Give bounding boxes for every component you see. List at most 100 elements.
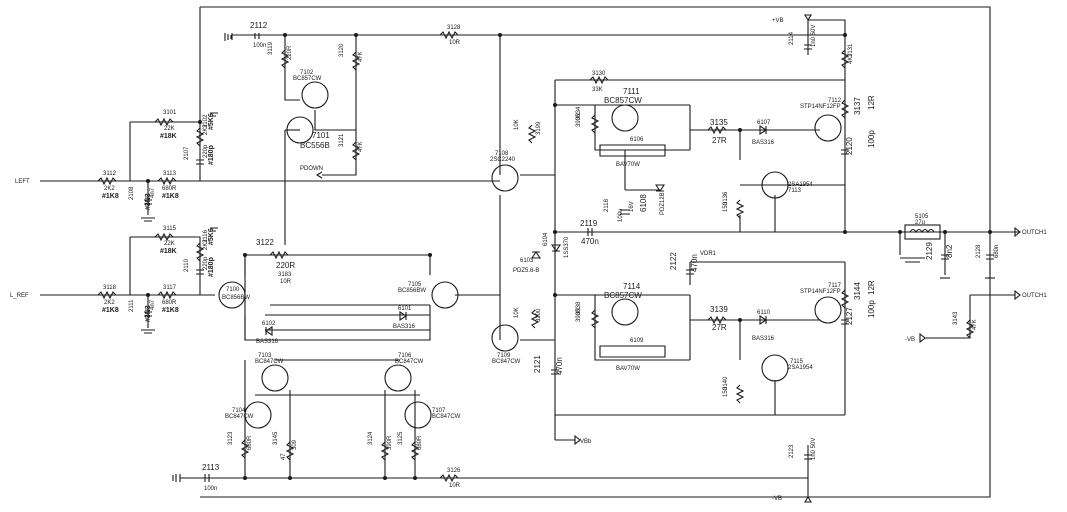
label-7113-type: 2SA1954 (788, 182, 813, 188)
wires (40, 6, 1020, 498)
label-3118-ref: 3118 (103, 285, 117, 291)
label-3116-val: 2K2 (203, 239, 209, 250)
label-7114-ref: 7114 (623, 282, 641, 291)
label-3113-val: 680R (162, 186, 177, 192)
label-2129-ref: 2129 (925, 242, 934, 260)
label-7117-ref: 7117 (828, 283, 842, 289)
label-2110-alt: #180p (208, 257, 215, 277)
label-3199-val: 10K (514, 119, 520, 130)
port-labels: LEFT L_REF PDOWN OUTCH1 OUTCH1 VDR1 (10, 166, 1047, 299)
label-7106-ref: 7106 (398, 353, 412, 359)
label-3140-val: 150 (723, 386, 729, 397)
label-6103-ref: 6103 (520, 258, 534, 264)
label-2107-ref: 2107 (184, 146, 190, 160)
port-outch1: OUTCH1 (1022, 230, 1047, 236)
resistor-labels: 3101 22K #18K 3102 2K2 #5K6 3112 2K2 #1K… (102, 25, 978, 489)
label-7107-type: BC847CW (432, 414, 461, 420)
port-lref: L_REF (10, 293, 29, 299)
inductor-ref: 5105 (915, 214, 929, 220)
label-3139-val: 27R (712, 323, 727, 332)
label-2128-val: 680n (994, 245, 1000, 258)
label-3119-val: 220R (287, 45, 293, 60)
label-6108-ref: 6108 (639, 194, 648, 212)
label-2107-val: 220p (203, 144, 209, 158)
label-3119-ref: 3119 (268, 41, 274, 55)
label-6101-ref: 6101 (398, 306, 412, 312)
label-3118-val: 2K2 (104, 300, 115, 306)
label-3113-ref: 3113 (163, 171, 177, 177)
inductor-5105: 5105 27u (904, 214, 941, 240)
label-7102-ref: 7102 (300, 70, 314, 76)
label-3128-ref: 3128 (447, 25, 461, 31)
label-2108-alt: #3N3 (145, 193, 152, 210)
label-2122-ref: 2122 (669, 252, 678, 270)
diode-labels: 6101 BAS316 6102 BAS316 6103 PDZ5.6-B 61… (256, 120, 775, 372)
label-2123-ref: 2123 (789, 444, 795, 458)
inductor-value: 27u (915, 220, 925, 226)
label-2120-ref: 2120 (845, 137, 854, 155)
label-3115-alt: #18K (160, 248, 177, 255)
label-3145-val: 47 (281, 453, 287, 460)
label-2108-val: 4n7 (150, 187, 156, 198)
label-2107-alt: #180p (208, 145, 215, 165)
label-3143-ref: 3143 (953, 311, 959, 325)
label-3134-val: 390R (576, 112, 582, 127)
label-3115-ref: 3115 (163, 226, 177, 232)
port-vdr1: VDR1 (700, 251, 717, 257)
label-6103-type: PDZ5.6-B (513, 268, 539, 274)
label-6106-ref: 6106 (630, 137, 644, 143)
transistor-symbols (218, 81, 842, 429)
label-6109-type: BAV70W (616, 366, 640, 372)
label-3112-ref: 3112 (103, 171, 117, 177)
label-3145-alt: 309 (292, 439, 298, 450)
label-7109-ref: 7109 (497, 353, 511, 359)
label-3116-ref: 3116 (203, 229, 209, 243)
label-7112-type: STP14NF12FP (800, 104, 841, 110)
label-3183-ref: 3183 (278, 272, 292, 278)
label-7108-type: 2SC2240 (490, 157, 516, 163)
label-3132-ref: 3200 (536, 308, 542, 322)
label-7111-ref: 7111 (623, 87, 640, 96)
label-3136-val: 150 (723, 201, 729, 212)
label-3102-alt: #5K6 (208, 113, 215, 130)
label-3140-ref: 3140 (723, 376, 729, 390)
label-3135-val: 27R (712, 136, 727, 145)
rail-vbb: -VBb (578, 439, 592, 445)
label-2111-alt: #3N3 (145, 305, 152, 322)
label-3137-val: 12R (867, 95, 876, 110)
label-3125-val: 680R (417, 435, 423, 450)
label-7113-ref: 7113 (788, 188, 802, 194)
junction-dots (146, 33, 992, 480)
label-2118-ref: 2118 (604, 198, 610, 212)
label-3143-val: 47K (972, 319, 978, 330)
label-3122-ref: 3122 (256, 238, 274, 247)
label-7101-ref: 7101 (312, 131, 330, 140)
label-3136-ref: 3136 (723, 191, 729, 205)
label-6110-ref: 6110 (757, 310, 771, 316)
port-pdown: PDOWN (300, 166, 323, 172)
label-3138-ref: 3138 (576, 301, 582, 315)
label-3124-val: 390R (387, 435, 393, 450)
label-7111-type: BC857CW (604, 96, 642, 105)
port-outch1-fb: OUTCH1 (1022, 293, 1047, 299)
label-6108-type: PDZ12B (660, 192, 666, 215)
label-3101-val: 22K (164, 126, 175, 132)
label-3118-alt: #1K8 (102, 307, 119, 314)
label-3117-alt: #1K8 (162, 307, 179, 314)
label-2119-ref: 2119 (580, 219, 598, 228)
label-7106-type: BC847CW (395, 359, 424, 365)
label-2110-ref: 2110 (184, 258, 190, 272)
label-7108-ref: 7108 (495, 151, 509, 157)
label-2114-val: 1n0 50V (811, 25, 817, 47)
label-3130-val: 33K (592, 87, 603, 93)
label-2114-ref: 2114 (789, 31, 795, 45)
label-3138-val: 390R (576, 307, 582, 322)
label-6107-type: BAS316 (752, 140, 775, 146)
label-3115-val: 22K (164, 241, 175, 247)
label-2121-val: 470n (555, 357, 564, 375)
label-6104-type: 1SS370 (564, 236, 570, 258)
label-3121-ref: 3121 (339, 133, 345, 147)
label-7117-type: STP14NF12FP (800, 289, 841, 295)
label-2111-val: 4n7 (150, 299, 156, 310)
label-2128-ref: 2128 (976, 244, 982, 258)
